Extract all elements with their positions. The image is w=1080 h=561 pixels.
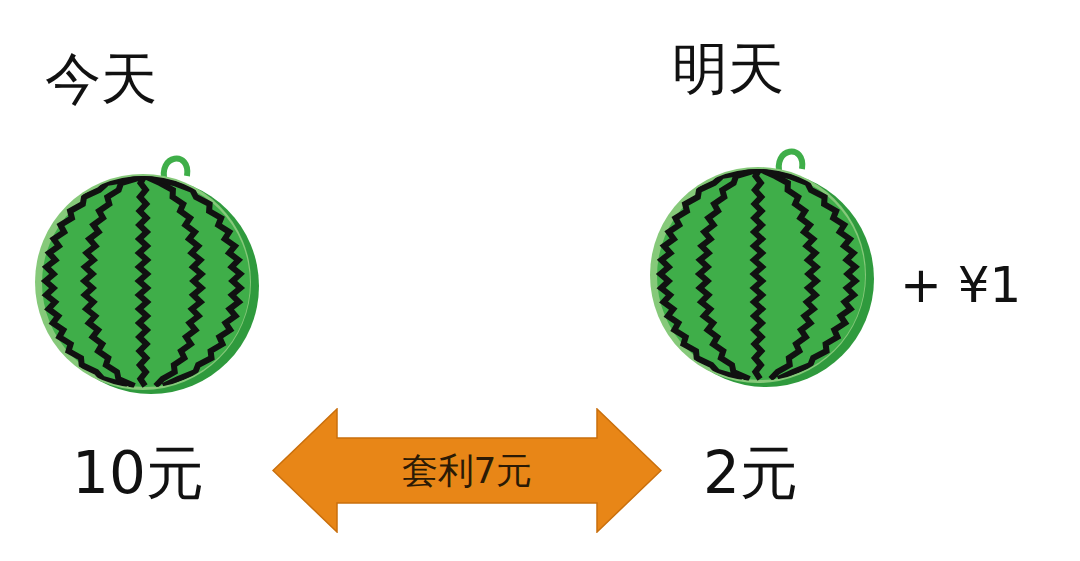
- price-label: 2元: [703, 442, 798, 506]
- watermelon-today: [35, 159, 259, 394]
- arrow-label: 套利7元: [402, 451, 533, 491]
- double-arrow-outline: [273, 409, 661, 532]
- day-label: 明天: [672, 38, 784, 100]
- bonus-label: + ¥1: [900, 258, 1021, 313]
- day-label: 今天: [45, 48, 157, 110]
- watermelon-tomorrow: [650, 152, 874, 387]
- arbitrage-arrow: 套利7元: [272, 408, 662, 533]
- price-label: 10元: [72, 442, 204, 506]
